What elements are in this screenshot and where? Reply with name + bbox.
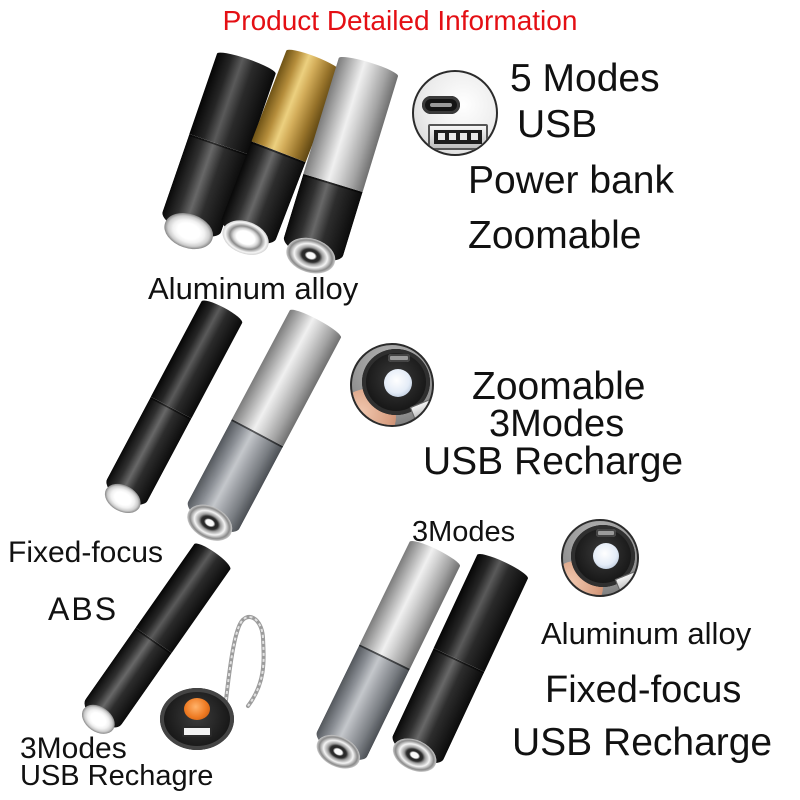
feature-modes: 5 Modes — [510, 57, 660, 100]
material-label: Aluminum alloy — [148, 271, 359, 306]
material-label: ABS — [48, 591, 119, 627]
feature-usb-recharge: USB Rechagre — [20, 760, 214, 792]
material-label: Aluminum alloy — [541, 616, 752, 651]
abs-tail-cap-image — [160, 688, 234, 750]
usb-port-closeup-image — [412, 70, 498, 156]
focus-label: Fixed-focus — [8, 536, 164, 569]
power-button-icon — [184, 698, 210, 720]
feature-zoomable: Zoomable — [472, 365, 646, 408]
micro-usb-port-icon — [388, 354, 410, 362]
flashlight-tube — [231, 306, 344, 447]
feature-usb-recharge: USB Recharge — [512, 721, 773, 764]
usb-port-icon — [182, 726, 212, 737]
feature-usb-recharge: USB Recharge — [423, 440, 684, 483]
tail-cap-closeup-image — [561, 519, 639, 597]
micro-usb-pin — [430, 103, 452, 107]
usb-plug-contacts — [438, 133, 478, 140]
feature-modes: 3Modes — [412, 516, 516, 548]
flashlight-tube — [150, 296, 245, 419]
focus-label: Fixed-focus — [545, 669, 742, 711]
title-heading: Product Detailed Information — [222, 5, 578, 36]
feature-modes: 3Modes — [489, 403, 625, 445]
power-button-icon — [593, 543, 619, 569]
feature-zoomable: Zoomable — [468, 214, 642, 257]
feature-power-bank: Power bank — [468, 159, 674, 202]
tail-cap-closeup-image — [350, 343, 434, 427]
power-button-icon — [384, 369, 412, 397]
feature-usb: USB — [517, 103, 598, 146]
micro-usb-port-icon — [596, 529, 616, 537]
feature-modes: 3Modes — [20, 732, 127, 765]
